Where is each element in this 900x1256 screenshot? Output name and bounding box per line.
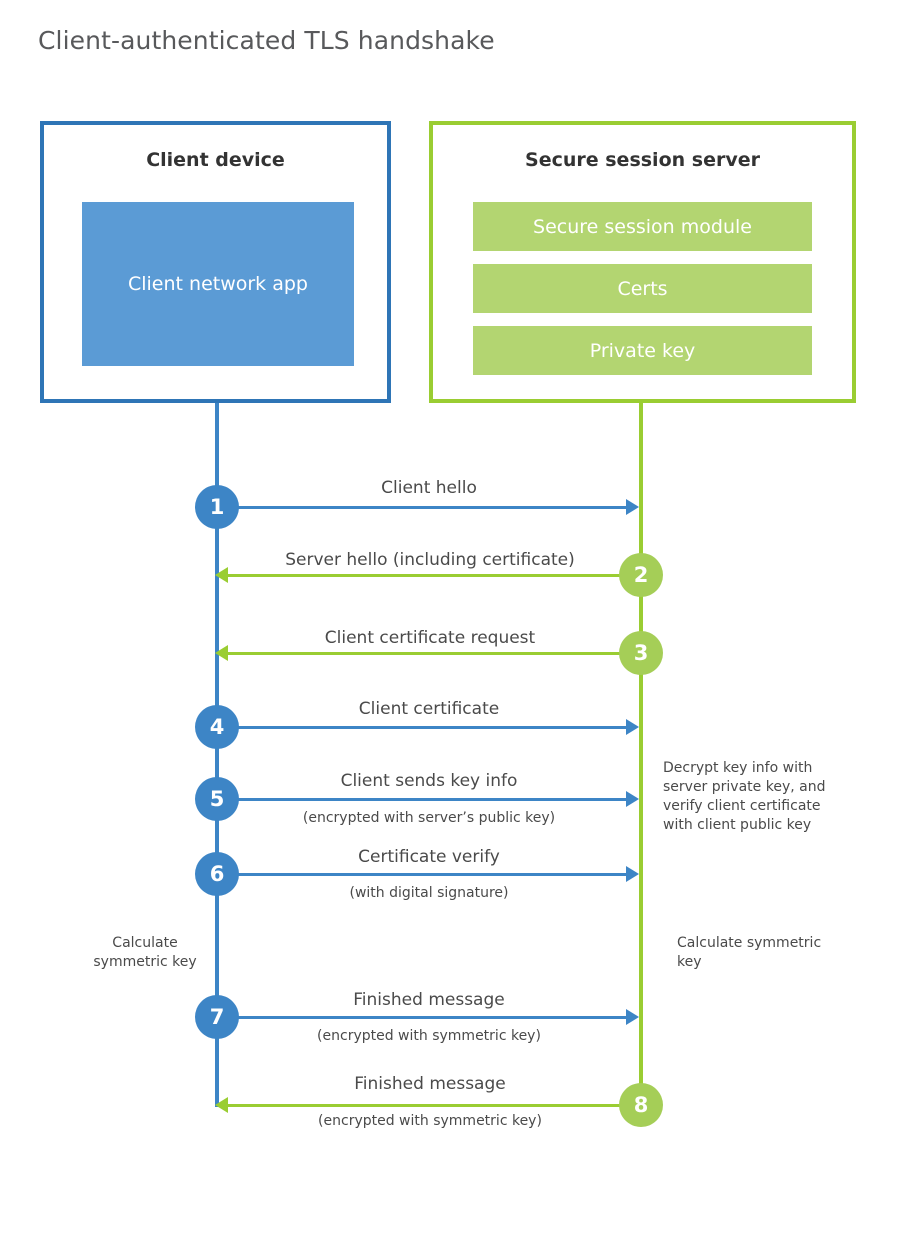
server-module-secure-session-module: Secure session module — [473, 202, 812, 251]
step-3-number-badge: 3 — [619, 631, 663, 675]
server-module-certs: Certs — [473, 264, 812, 313]
step-5-sublabel: (encrypted with server’s public key) — [302, 810, 556, 826]
step-3-arrow-line — [228, 652, 641, 655]
step-8-number-badge: 8 — [619, 1083, 663, 1127]
step-7-arrow-head-icon — [626, 1009, 639, 1025]
server-module-private-key: Private key — [473, 326, 812, 375]
step-5-label: Client sends key info — [340, 771, 518, 791]
step-6-sublabel: (with digital signature) — [349, 885, 509, 901]
client-device-box: Client device Client network app — [40, 121, 391, 403]
step-5-arrow-head-icon — [626, 791, 639, 807]
step-7-arrow-line — [217, 1016, 627, 1019]
step-8-arrow-head-icon — [215, 1097, 228, 1113]
step-6-arrow-head-icon — [626, 866, 639, 882]
step-4-number-badge: 4 — [195, 705, 239, 749]
step-3-label: Client certificate request — [324, 628, 536, 648]
step-8-label: Finished message — [354, 1074, 506, 1094]
secure-session-server-title: Secure session server — [525, 149, 760, 171]
step-8-sublabel: (encrypted with symmetric key) — [318, 1113, 542, 1129]
step-8-arrow-line — [228, 1104, 641, 1107]
step-7-sublabel: (encrypted with symmetric key) — [317, 1028, 541, 1044]
step-6-number-badge: 6 — [195, 852, 239, 896]
client-calculate-symmetric-key-note: Calculate symmetric key — [93, 935, 197, 970]
server-calculate-symmetric-key-note: Calculate symmetric key — [677, 935, 822, 970]
step-2-label: Server hello (including certificate) — [285, 550, 575, 570]
step-7-number-badge: 7 — [195, 995, 239, 1039]
client-lifeline — [215, 403, 219, 1107]
step-7-label: Finished message — [353, 990, 505, 1010]
step-5-arrow-line — [217, 798, 627, 801]
step-1-label: Client hello — [381, 478, 477, 498]
step-1-arrow-head-icon — [626, 499, 639, 515]
server-lifeline — [639, 403, 643, 1105]
secure-session-server-box: Secure session server Secure session mod… — [429, 121, 856, 403]
step-4-arrow-line — [217, 726, 627, 729]
client-network-app-box: Client network app — [82, 202, 354, 366]
step-6-label: Certificate verify — [358, 847, 500, 867]
step-2-number-badge: 2 — [619, 553, 663, 597]
step-1-number-badge: 1 — [195, 485, 239, 529]
step-6-arrow-line — [217, 873, 627, 876]
client-device-title: Client device — [146, 149, 285, 171]
page-title: Client-authenticated TLS handshake — [38, 26, 495, 55]
step-5-number-badge: 5 — [195, 777, 239, 821]
server-decrypt-note: Decrypt key info with server private key… — [663, 760, 826, 833]
step-3-arrow-head-icon — [215, 645, 228, 661]
step-2-arrow-line — [228, 574, 641, 577]
step-2-arrow-head-icon — [215, 567, 228, 583]
step-4-label: Client certificate — [358, 699, 500, 719]
step-4-arrow-head-icon — [626, 719, 639, 735]
step-1-arrow-line — [217, 506, 627, 509]
